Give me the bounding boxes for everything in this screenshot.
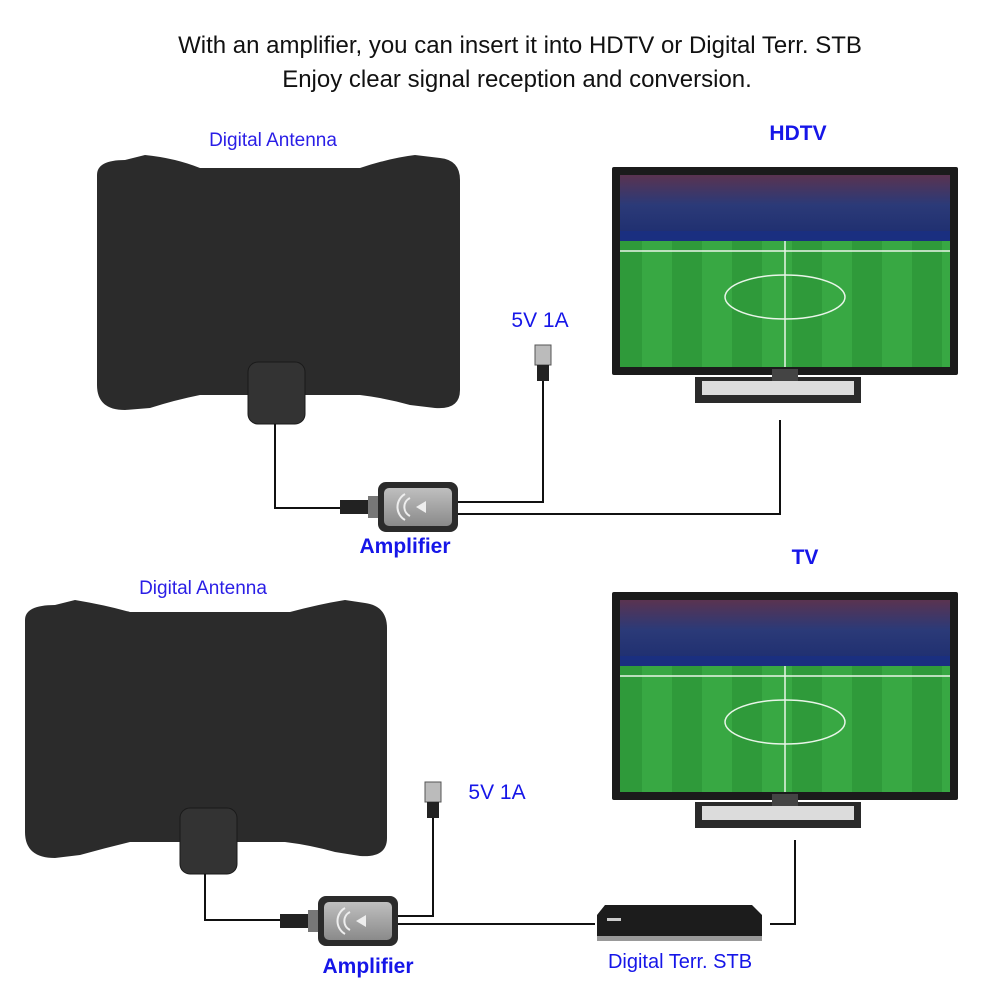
hdtv xyxy=(611,166,959,404)
antenna-bottom xyxy=(25,600,387,858)
title-line-2: Enjoy clear signal reception and convers… xyxy=(282,66,752,93)
antenna-label-top: Digital Antenna xyxy=(209,130,337,151)
hdtv-label: HDTV xyxy=(769,122,827,145)
antenna-connector-bottom xyxy=(179,807,238,875)
set-top-box xyxy=(597,905,762,941)
tv-label: TV xyxy=(791,546,819,569)
power-label-top: 5V 1A xyxy=(511,309,569,332)
antenna-top xyxy=(97,155,460,410)
amplifier-label-top: Amplifier xyxy=(359,535,451,558)
power-label-bottom: 5V 1A xyxy=(468,781,526,804)
stb-label: Digital Terr. STB xyxy=(607,951,753,973)
tv xyxy=(611,591,959,829)
title-line-1: With an amplifier, you can insert it int… xyxy=(178,32,862,59)
usb-plug-bottom xyxy=(424,781,442,819)
amplifier-top xyxy=(339,481,459,533)
usb-plug-top xyxy=(534,344,552,382)
amplifier-bottom xyxy=(279,895,399,947)
antenna-connector-top xyxy=(247,361,306,425)
amplifier-label-bottom: Amplifier xyxy=(322,955,414,978)
antenna-label-bottom: Digital Antenna xyxy=(139,578,267,599)
